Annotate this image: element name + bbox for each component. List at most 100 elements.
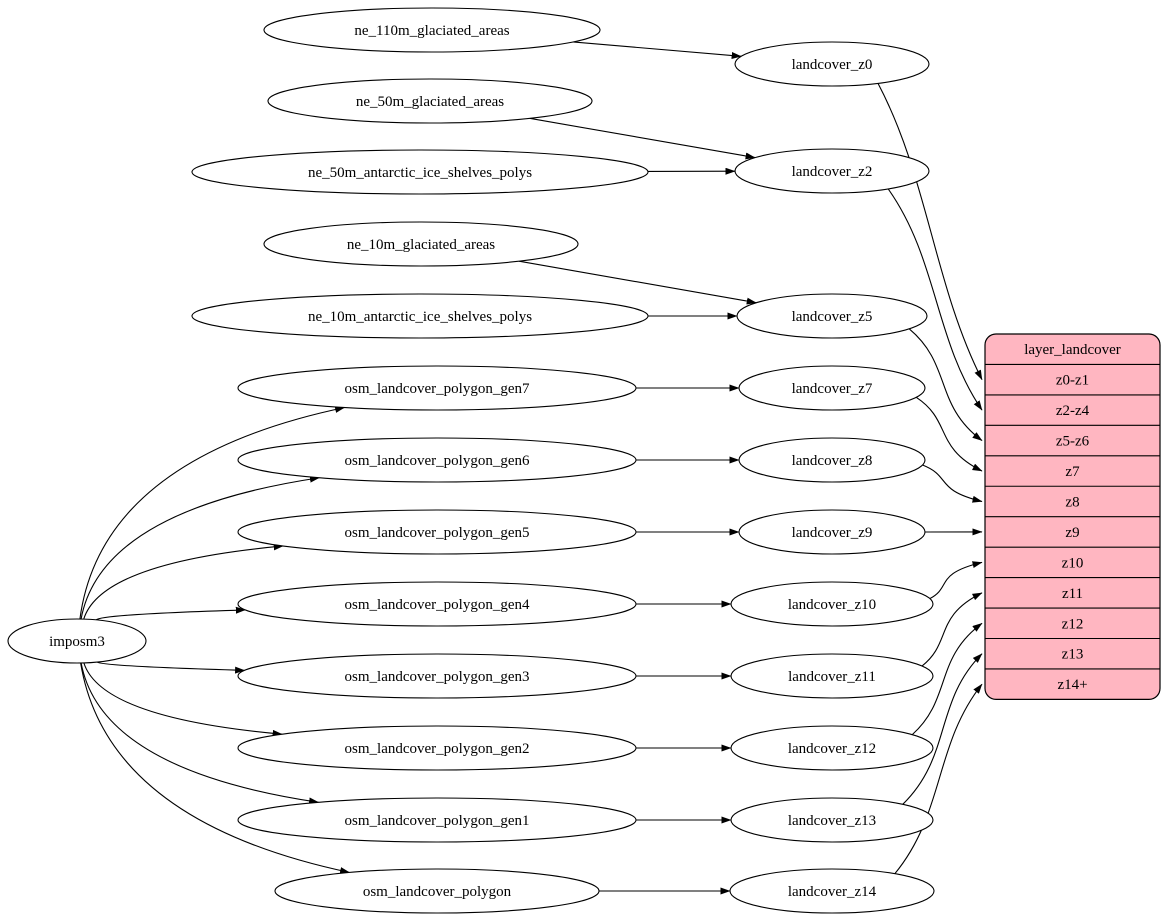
node-shape-osm_landcover_polygon_gen6 bbox=[237, 437, 637, 483]
table-row-z0-z1: z0-z1 bbox=[1056, 373, 1089, 389]
node-landcover_z9: landcover_z9 bbox=[738, 509, 926, 555]
edge-landcover_z8-to-z8 bbox=[922, 464, 983, 503]
node-ne_110m_glaciated_areas: ne_110m_glaciated_areas bbox=[263, 7, 601, 53]
node-label-osm_landcover_polygon_gen3: osm_landcover_polygon_gen3 bbox=[345, 669, 530, 685]
edge-ne_50m_glaciated_areas-to-landcover_z2 bbox=[529, 117, 756, 160]
table-row-z5-z6: z5-z6 bbox=[1056, 434, 1090, 450]
node-ne_50m_glaciated_areas: ne_50m_glaciated_areas bbox=[267, 78, 593, 124]
table-row-z8: z8 bbox=[1065, 494, 1079, 510]
node-landcover_z5: landcover_z5 bbox=[736, 293, 928, 339]
node-label-landcover_z2: landcover_z2 bbox=[792, 164, 873, 180]
node-shape-ne_50m_glaciated_areas bbox=[267, 78, 593, 124]
edge-landcover_z14-to-z14+ bbox=[894, 683, 983, 875]
node-shape-landcover_z5 bbox=[736, 293, 928, 339]
edge-imposm3-to-osm_landcover_polygon_gen1 bbox=[80, 662, 320, 805]
node-shape-landcover_z9 bbox=[738, 509, 926, 555]
edge-landcover_z11-to-z11 bbox=[921, 592, 983, 667]
node-osm_landcover_polygon_gen3: osm_landcover_polygon_gen3 bbox=[237, 653, 637, 699]
table-row-z9: z9 bbox=[1065, 525, 1079, 541]
node-shape-osm_landcover_polygon_gen5 bbox=[237, 509, 637, 555]
edge-imposm3-to-osm_landcover_polygon_gen2 bbox=[83, 662, 283, 737]
node-landcover_z10: landcover_z10 bbox=[730, 581, 934, 627]
table-row-z2-z4: z2-z4 bbox=[1056, 403, 1090, 419]
table-layer_landcover: layer_landcover z0-z1 z2-z4 z5-z6 z7 z8 z9 z10 z… bbox=[984, 333, 1161, 700]
node-label-osm_landcover_polygon: osm_landcover_polygon bbox=[363, 884, 512, 900]
nodes-layer: imposm3ne_110m_glaciated_areasne_50m_gla… bbox=[7, 7, 935, 914]
node-label-landcover_z12: landcover_z12 bbox=[788, 741, 876, 757]
node-shape-osm_landcover_polygon_gen2 bbox=[237, 725, 637, 771]
table-row-z10: z10 bbox=[1062, 555, 1084, 571]
edge-ne_10m_glaciated_areas-to-landcover_z5 bbox=[518, 260, 757, 305]
node-shape-landcover_z14 bbox=[729, 868, 935, 914]
node-label-osm_landcover_polygon_gen5: osm_landcover_polygon_gen5 bbox=[345, 525, 530, 541]
edge-landcover_z5-to-z5-z6 bbox=[908, 328, 983, 442]
edges-layer bbox=[79, 41, 983, 895]
node-landcover_z8: landcover_z8 bbox=[738, 437, 926, 483]
edge-landcover_z12-to-z12 bbox=[911, 622, 983, 736]
node-label-landcover_z8: landcover_z8 bbox=[792, 453, 873, 469]
node-ne_10m_antarctic_ice_shelves_polys: ne_10m_antarctic_ice_shelves_polys bbox=[191, 293, 649, 339]
node-shape-landcover_z12 bbox=[730, 725, 934, 771]
node-shape-osm_landcover_polygon_gen1 bbox=[237, 797, 637, 843]
edge-imposm3-to-osm_landcover_polygon_gen3 bbox=[96, 661, 246, 674]
node-label-landcover_z9: landcover_z9 bbox=[792, 525, 873, 541]
node-label-osm_landcover_polygon_gen6: osm_landcover_polygon_gen6 bbox=[345, 453, 530, 469]
node-label-ne_50m_glaciated_areas: ne_50m_glaciated_areas bbox=[356, 94, 504, 110]
node-label-ne_50m_antarctic_ice_shelves_polys: ne_50m_antarctic_ice_shelves_polys bbox=[308, 165, 532, 181]
node-label-landcover_z10: landcover_z10 bbox=[788, 597, 876, 613]
table-row-z13: z13 bbox=[1062, 647, 1084, 663]
edge-landcover_z13-to-z13 bbox=[902, 653, 983, 805]
node-label-landcover_z14: landcover_z14 bbox=[788, 884, 877, 900]
node-label-landcover_z11: landcover_z11 bbox=[788, 669, 876, 685]
node-shape-landcover_z7 bbox=[738, 365, 926, 411]
node-shape-landcover_z11 bbox=[730, 653, 934, 699]
edge-imposm3-to-osm_landcover_polygon bbox=[80, 662, 351, 874]
node-label-osm_landcover_polygon_gen7: osm_landcover_polygon_gen7 bbox=[345, 381, 530, 397]
node-osm_landcover_polygon_gen4: osm_landcover_polygon_gen4 bbox=[237, 581, 637, 627]
node-ne_10m_glaciated_areas: ne_10m_glaciated_areas bbox=[263, 221, 579, 267]
node-label-osm_landcover_polygon_gen4: osm_landcover_polygon_gen4 bbox=[345, 597, 530, 613]
edge-landcover_z2-to-z2-z4 bbox=[887, 188, 983, 411]
node-shape-imposm3 bbox=[7, 618, 147, 664]
node-landcover_z11: landcover_z11 bbox=[730, 653, 934, 699]
node-label-landcover_z13: landcover_z13 bbox=[788, 813, 876, 829]
table-row-z12: z12 bbox=[1062, 616, 1084, 632]
node-shape-ne_10m_antarctic_ice_shelves_polys bbox=[191, 293, 649, 339]
edge-landcover_z0-to-z0-z1 bbox=[877, 83, 983, 381]
table-row-z14+: z14+ bbox=[1057, 677, 1087, 693]
node-ne_50m_antarctic_ice_shelves_polys: ne_50m_antarctic_ice_shelves_polys bbox=[191, 149, 649, 195]
node-landcover_z14: landcover_z14 bbox=[729, 868, 935, 914]
table-title: layer_landcover bbox=[1024, 342, 1121, 358]
node-label-ne_10m_glaciated_areas: ne_10m_glaciated_areas bbox=[347, 237, 495, 253]
node-shape-ne_10m_glaciated_areas bbox=[263, 221, 579, 267]
edge-imposm3-to-osm_landcover_polygon_gen6 bbox=[80, 475, 320, 620]
node-shape-osm_landcover_polygon_gen4 bbox=[237, 581, 637, 627]
node-osm_landcover_polygon_gen2: osm_landcover_polygon_gen2 bbox=[237, 725, 637, 771]
edge-landcover_z10-to-z10 bbox=[929, 561, 983, 600]
edge-imposm3-to-osm_landcover_polygon_gen5 bbox=[83, 543, 284, 620]
table-row-z11: z11 bbox=[1062, 586, 1083, 602]
node-osm_landcover_polygon_gen7: osm_landcover_polygon_gen7 bbox=[237, 365, 637, 411]
node-shape-landcover_z0 bbox=[734, 41, 930, 87]
node-landcover_z0: landcover_z0 bbox=[734, 41, 930, 87]
node-landcover_z2: landcover_z2 bbox=[734, 148, 930, 194]
node-shape-ne_50m_antarctic_ice_shelves_polys bbox=[191, 149, 649, 195]
node-shape-landcover_z2 bbox=[734, 148, 930, 194]
node-shape-landcover_z8 bbox=[738, 437, 926, 483]
node-shape-osm_landcover_polygon bbox=[274, 868, 600, 914]
node-shape-osm_landcover_polygon_gen3 bbox=[237, 653, 637, 699]
node-osm_landcover_polygon_gen6: osm_landcover_polygon_gen6 bbox=[237, 437, 637, 483]
node-label-ne_110m_glaciated_areas: ne_110m_glaciated_areas bbox=[354, 23, 509, 39]
edge-imposm3-to-osm_landcover_polygon_gen7 bbox=[79, 406, 346, 620]
node-landcover_z13: landcover_z13 bbox=[730, 797, 934, 843]
node-shape-osm_landcover_polygon_gen7 bbox=[237, 365, 637, 411]
edge-landcover_z7-to-z7 bbox=[915, 396, 983, 472]
edge-ne_110m_glaciated_areas-to-landcover_z0 bbox=[572, 41, 742, 59]
node-shape-landcover_z10 bbox=[730, 581, 934, 627]
node-landcover_z12: landcover_z12 bbox=[730, 725, 934, 771]
node-label-ne_10m_antarctic_ice_shelves_polys: ne_10m_antarctic_ice_shelves_polys bbox=[308, 309, 532, 325]
node-label-osm_landcover_polygon_gen1: osm_landcover_polygon_gen1 bbox=[345, 813, 530, 829]
table-row-z7: z7 bbox=[1065, 464, 1080, 480]
